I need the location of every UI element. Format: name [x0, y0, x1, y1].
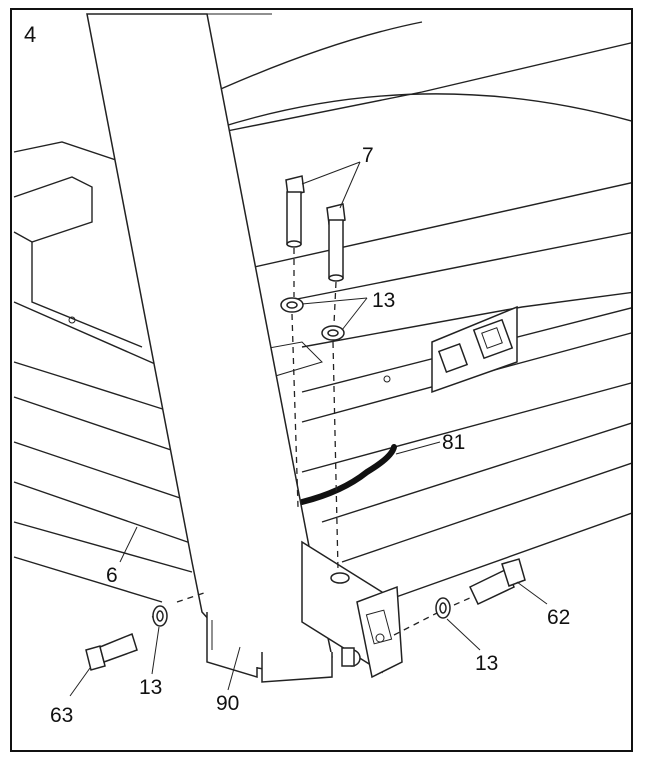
bolt-62	[469, 558, 526, 605]
label-part-62: 62	[547, 606, 570, 629]
label-part-13-left: 13	[139, 676, 162, 699]
washer-13-left	[152, 605, 168, 627]
washer-13-top-right	[321, 325, 345, 341]
washer-13-top-left	[280, 297, 304, 313]
label-part-6: 6	[106, 564, 118, 587]
bolt-63	[85, 632, 138, 671]
step-number: 4	[24, 22, 36, 47]
leader-lines	[69, 161, 548, 697]
bolt-7-right	[326, 203, 346, 282]
washer-13-right	[435, 597, 451, 619]
label-part-7: 7	[362, 144, 374, 167]
wire-81	[299, 444, 397, 505]
label-part-81: 81	[442, 431, 465, 454]
bolt-7-left	[285, 175, 305, 248]
label-part-63: 63	[50, 704, 73, 727]
upright-90	[86, 13, 333, 683]
power-switch-panel	[431, 305, 518, 394]
label-part-13-right: 13	[475, 652, 498, 675]
frame-bracket	[301, 540, 403, 679]
assembly-diagram: 4 7 13 81 6 62 13 13 63 90	[13, 13, 631, 727]
label-part-13-top: 13	[372, 289, 395, 312]
diagram-frame: 4 7 13 81 6 62 13 13 63 90	[10, 8, 633, 752]
label-part-90: 90	[216, 692, 239, 715]
